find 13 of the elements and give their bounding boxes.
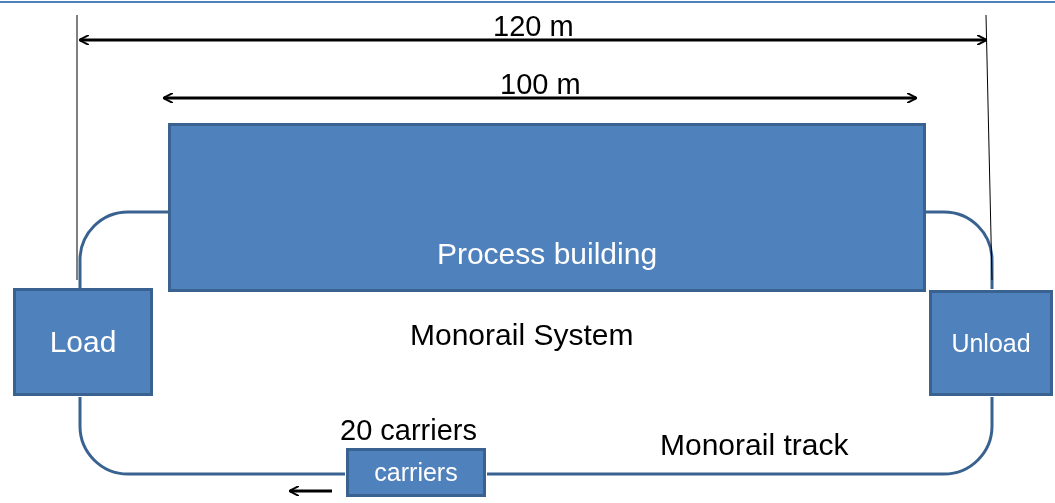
dimension-label: 100 m bbox=[500, 70, 581, 99]
station-box: Load bbox=[13, 288, 153, 396]
building-box: Process building bbox=[168, 123, 926, 292]
track-line bbox=[78, 210, 168, 289]
station-box: Unload bbox=[929, 290, 1053, 396]
track-line bbox=[78, 397, 345, 476]
carrier-box: carriers bbox=[346, 448, 486, 497]
count-label: 20 carriers bbox=[340, 416, 477, 445]
system-title: Monorail System bbox=[410, 320, 634, 350]
track-line bbox=[487, 397, 994, 476]
dimension-label: 120 m bbox=[493, 12, 574, 41]
track-label: Monorail track bbox=[660, 430, 849, 460]
track-line bbox=[926, 210, 994, 289]
